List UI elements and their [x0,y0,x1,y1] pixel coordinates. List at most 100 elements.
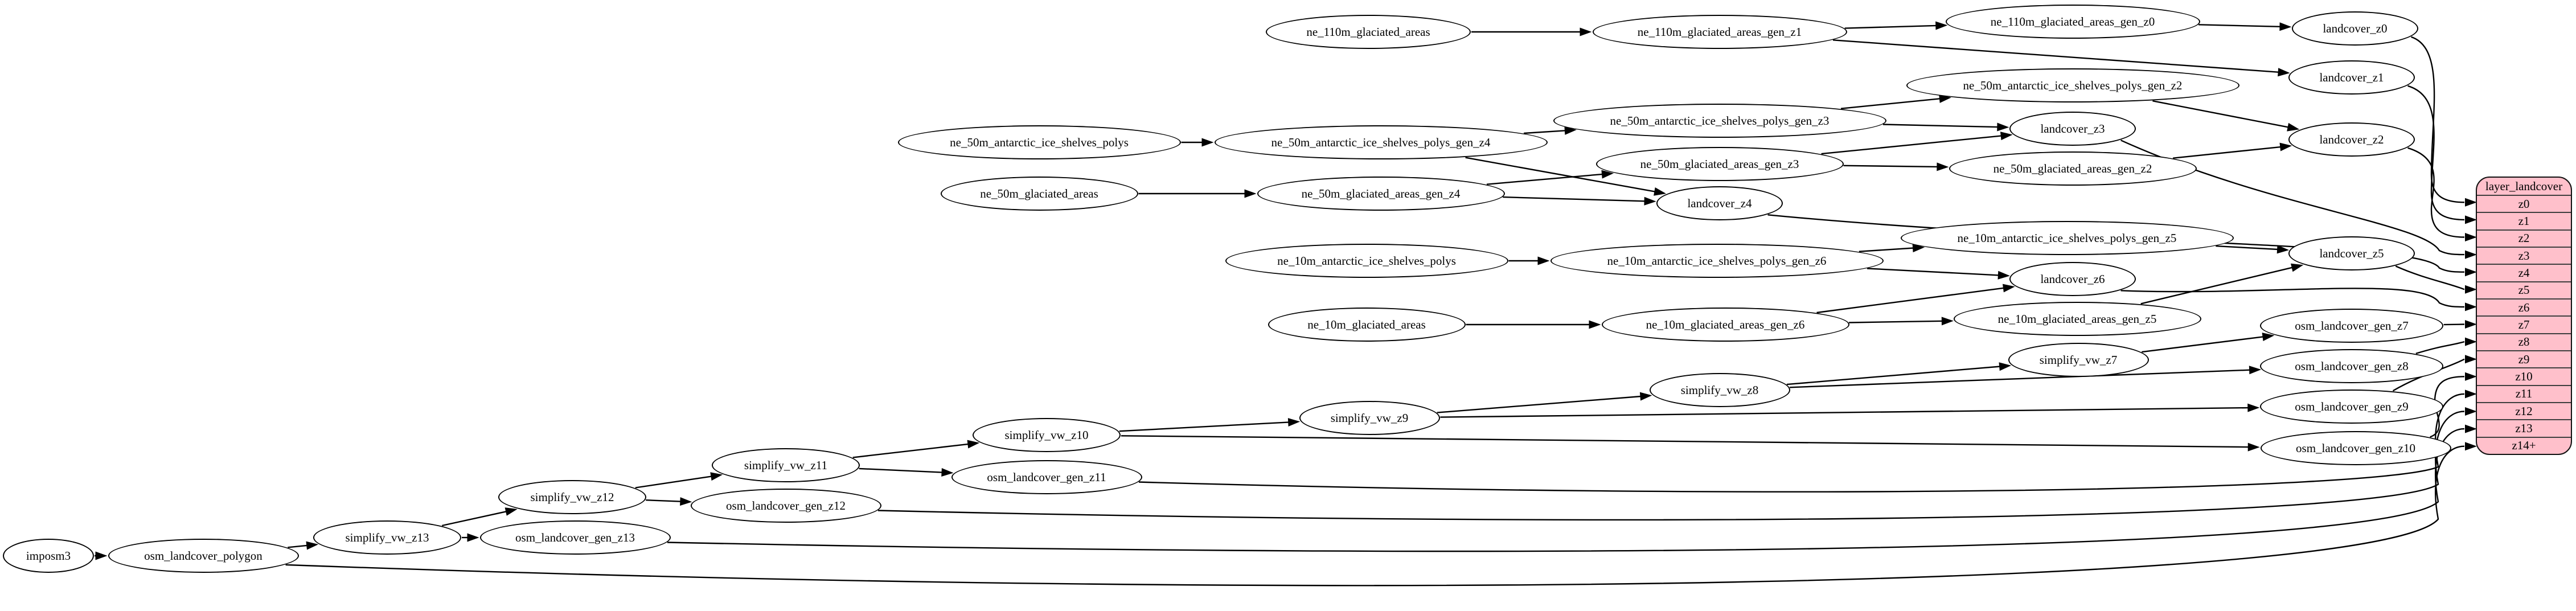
zoom-level-label: z8 [2518,335,2530,349]
node-ne_50m_antarctic_ice_shelves_polys_gen_z4: ne_50m_antarctic_ice_shelves_polys_gen_z… [1214,125,1548,159]
edge-ne_50m_glaciated_areas_gen_z3-landcover_z3-arrowhead [2000,132,2013,141]
node-ne_10m_glaciated_areas_gen_z5: ne_10m_glaciated_areas_gen_z5 [1953,302,2201,336]
node-label: ne_50m_glaciated_areas [980,186,1098,200]
zoom-level-label: z6 [2518,300,2530,314]
table-row-z5: z5 [2477,281,2571,298]
node-ne_10m_antarctic_ice_shelves_polys_gen_z6: ne_10m_antarctic_ice_shelves_polys_gen_z… [1550,244,1884,278]
edge-simplify_vw_z12-simplify_vw_z11 [635,475,712,489]
node-label: osm_landcover_gen_z8 [2295,359,2409,373]
table-row-z11: z11 [2477,384,2571,402]
node-label: simplify_vw_z8 [1680,383,1759,397]
edge-osm_landcover_gen_z7-row-z7-arrowhead [2465,320,2477,329]
node-label: osm_landcover_gen_z10 [2296,441,2415,455]
edge-ne_50m_antarctic_ice_shelves_polys_gen_z4-landcover_z4 [1465,157,1656,192]
edge-ne_50m_antarctic_ice_shelves_polys_gen_z3-landcover_z3-arrowhead [1997,122,2009,132]
edge-ne_110m_glaciated_areas_gen_z1-ne_110m_glaciated_areas_gen_z0 [1844,24,1937,29]
edge-simplify_vw_z9-osm_landcover_gen_z9-arrowhead [2247,403,2260,412]
edge-landcover_z6-row-z6 [2120,288,2465,308]
node-label: osm_landcover_gen_z11 [987,470,1106,484]
node-label: ne_10m_antarctic_ice_shelves_polys_gen_z… [1607,253,1827,268]
table-row-z12: z12 [2477,401,2571,419]
table-row-z2: z2 [2477,229,2571,247]
node-label: ne_10m_antarctic_ice_shelves_polys [1277,253,1456,268]
node-ne_50m_antarctic_ice_shelves_polys_gen_z2: ne_50m_antarctic_ice_shelves_polys_gen_z… [1906,68,2239,102]
edge-ne_50m_glaciated_areas_gen_z2-landcover_z2 [2173,146,2282,159]
edge-simplify_vw_z10-simplify_vw_z9-arrowhead [1287,418,1301,427]
edge-osm_landcover_gen_z12-row-z12-arrowhead [2465,407,2477,416]
edge-imposm3-osm_landcover_polygon-arrowhead [95,551,108,560]
node-label: osm_landcover_gen_z12 [726,498,846,512]
edge-ne_10m_glaciated_areas_gen_z6-landcover_z6 [1816,287,2005,314]
node-ne_50m_glaciated_areas_gen_z4: ne_50m_glaciated_areas_gen_z4 [1257,177,1505,211]
edge-ne_110m_glaciated_areas_gen_z1-landcover_z1-arrowhead [2278,68,2290,77]
node-label: ne_50m_glaciated_areas_gen_z2 [1993,161,2152,175]
edge-ne_110m_glaciated_areas_gen_z1-ne_110m_glaciated_areas_gen_z0-arrowhead [1935,21,1948,30]
edge-landcover_z0-row-z0-arrowhead [2465,198,2477,207]
node-osm_landcover_gen_z13: osm_landcover_gen_z13 [479,520,671,555]
node-landcover_z3: landcover_z3 [2009,112,2136,146]
edge-simplify_vw_z11-simplify_vw_z10-arrowhead [967,440,980,449]
edge-simplify_vw_z12-osm_landcover_gen_z12 [646,499,682,502]
node-simplify_vw_z12: simplify_vw_z12 [498,480,646,514]
edge-simplify_vw_z10-simplify_vw_z9 [1119,421,1290,432]
table-row-z14plus: z14+ [2477,436,2571,454]
edge-ne_10m_glaciated_areas_gen_z5-landcover_z5 [2140,266,2293,305]
edge-ne_10m_antarctic_ice_shelves_polys_gen_z5-landcover_z5-arrowhead [2276,245,2290,254]
node-simplify_vw_z11: simplify_vw_z11 [712,448,860,482]
node-label: ne_110m_glaciated_areas_gen_z0 [1990,14,2155,28]
zoom-level-label: z4 [2518,265,2530,280]
node-landcover_z6: landcover_z6 [2009,262,2136,296]
node-label: ne_10m_glaciated_areas_gen_z5 [1997,311,2157,326]
table-row-z8: z8 [2477,333,2571,350]
edge-ne_10m_antarctic_ice_shelves_polys_gen_z6-ne_10m_antarctic_ice_shelves_polys_gen_z5-arrowhead [1912,244,1925,253]
edge-osm_landcover_polygon-row-z14- [285,445,2465,587]
edge-ne_10m_glaciated_areas-ne_10m_glaciated_areas_gen_z6-arrowhead [1589,320,1601,329]
node-label: ne_50m_antarctic_ice_shelves_polys [950,135,1129,149]
node-label: osm_landcover_polygon [144,548,262,563]
node-ne_110m_glaciated_areas_gen_z0: ne_110m_glaciated_areas_gen_z0 [1945,5,2200,39]
node-label: ne_10m_glaciated_areas_gen_z6 [1646,317,1805,331]
edge-ne_50m_antarctic_ice_shelves_polys_gen_z4-ne_50m_antarctic_ice_shelves_polys_gen_z3-arrowhead [1564,126,1577,135]
zoom-level-label: z5 [2518,283,2530,297]
zoom-level-label: z9 [2518,352,2530,366]
edge-ne_50m_glaciated_areas_gen_z4-ne_50m_glaciated_areas_gen_z3 [1486,173,1603,185]
edge-osm_landcover_polygon-simplify_vw_z13 [288,544,308,548]
node-label: osm_landcover_gen_z7 [2295,318,2409,333]
node-label: simplify_vw_z10 [1004,428,1089,442]
edge-ne_10m_glaciated_areas_gen_z6-ne_10m_glaciated_areas_gen_z5 [1849,320,1943,323]
edge-simplify_vw_z7-osm_landcover_gen_z7-arrowhead [2262,333,2275,341]
node-ne_50m_antarctic_ice_shelves_polys: ne_50m_antarctic_ice_shelves_polys [897,125,1181,159]
edge-ne_110m_glaciated_areas_gen_z0-landcover_z0 [2198,24,2281,27]
node-label: landcover_z4 [1687,196,1752,210]
edge-simplify_vw_z10-osm_landcover_gen_z10 [1121,435,2249,448]
node-label: ne_10m_glaciated_areas [1307,317,1426,331]
edge-ne_50m_antarctic_ice_shelves_polys_gen_z4-ne_50m_antarctic_ice_shelves_polys_gen_z3 [1524,130,1566,134]
table-row-z4: z4 [2477,264,2571,281]
node-label: ne_50m_glaciated_areas_gen_z4 [1301,186,1461,200]
edge-landcover_z1-row-z1-arrowhead [2465,215,2477,224]
edge-ne_10m_glaciated_areas_gen_z6-landcover_z6-arrowhead [2003,284,2015,293]
node-ne_10m_glaciated_areas: ne_10m_glaciated_areas [1268,307,1466,342]
node-osm_landcover_polygon: osm_landcover_polygon [108,539,299,573]
edge-ne_10m_antarctic_ice_shelves_polys_gen_z6-ne_10m_antarctic_ice_shelves_polys_gen_z5 [1859,247,1914,252]
node-landcover_z5: landcover_z5 [2288,236,2415,270]
edge-osm_landcover_polygon-row-z14--arrowhead [2465,442,2477,451]
edge-landcover_z6-row-z6-arrowhead [2465,302,2477,311]
edge-simplify_vw_z7-osm_landcover_gen_z7 [2142,336,2264,353]
edge-ne_50m_antarctic_ice_shelves_polys_gen_z2-landcover_z2 [2152,100,2289,128]
edge-landcover_z5-row-z5 [2395,265,2465,290]
edge-ne_50m_antarctic_ice_shelves_polys_gen_z4-landcover_z4-arrowhead [1654,187,1667,196]
edge-simplify_vw_z12-simplify_vw_z11-arrowhead [710,472,723,481]
edge-osm_landcover_gen_z13-row-z13-arrowhead [2465,424,2477,433]
edge-osm_landcover_gen_z8-row-z8 [2415,341,2465,354]
edge-simplify_vw_z11-simplify_vw_z10 [852,443,969,458]
edge-ne_110m_glaciated_areas_gen_z0-landcover_z0-arrowhead [2279,22,2292,31]
edge-osm_landcover_gen_z11-row-z11-arrowhead [2465,389,2477,399]
edge-simplify_vw_z10-osm_landcover_gen_z10-arrowhead [2247,442,2260,452]
node-ne_50m_glaciated_areas_gen_z3: ne_50m_glaciated_areas_gen_z3 [1595,147,1844,181]
node-label: ne_50m_glaciated_areas_gen_z3 [1640,157,1799,171]
node-label: ne_110m_glaciated_areas_gen_z1 [1637,24,1802,39]
edge-ne_50m_glaciated_areas_gen_z3-ne_50m_glaciated_areas_gen_z2-arrowhead [1937,162,1949,171]
edge-ne_50m_antarctic_ice_shelves_polys_gen_z3-landcover_z3 [1882,124,1999,128]
